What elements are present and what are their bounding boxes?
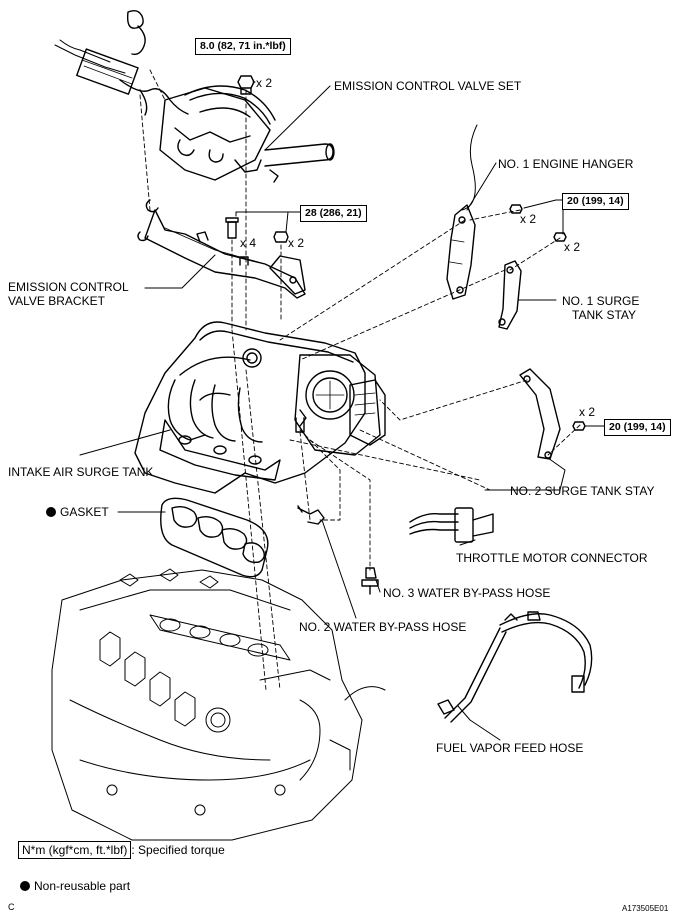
label-valve-bracket-line1: EMISSION CONTROL xyxy=(8,280,129,294)
label-surge-stay1-line1: NO. 1 SURGE xyxy=(562,294,640,308)
label-valve-bracket-line2: VALVE BRACKET xyxy=(8,294,105,308)
throttle-motor-connector-drawing xyxy=(409,507,494,543)
valve-bracket-drawing xyxy=(137,199,306,299)
hanger-nuts xyxy=(509,204,567,242)
torque-box-emission-valve-nut: 8.0 (82, 71 in.*lbf) xyxy=(195,38,291,55)
leader-lines xyxy=(79,81,605,741)
label-emission-control-valve-bracket: EMISSION CONTROL VALVE BRACKET xyxy=(8,280,129,308)
footer-left-code: C xyxy=(8,902,15,912)
engine-block-drawing xyxy=(51,568,386,841)
qty-bracket-bolts-4: x 4 xyxy=(240,236,257,250)
surge-tank-stay2-drawing xyxy=(519,368,586,460)
label-no2-water-bypass-hose: NO. 2 WATER BY-PASS HOSE xyxy=(299,620,467,634)
qty-hanger-nut: x 2 xyxy=(520,212,537,226)
label-surge-stay1-line2: TANK STAY xyxy=(572,308,637,322)
label-no2-surge-tank-stay: NO. 2 SURGE TANK STAY xyxy=(510,484,655,498)
label-emission-control-valve-set: EMISSION CONTROL VALVE SET xyxy=(334,79,522,93)
surge-tank-stay1-drawing xyxy=(498,260,522,330)
torque-box-surge-stay2: 20 (199, 14) xyxy=(604,419,671,436)
label-gasket: GASKET xyxy=(46,505,109,519)
bracket-bolts xyxy=(225,217,289,243)
qty-stay1-nut: x 2 xyxy=(564,240,581,254)
label-no1-surge-tank-stay: NO. 1 SURGE TANK STAY xyxy=(562,294,639,322)
fuel-vapor-feed-hose-drawing xyxy=(437,611,593,723)
water-bypass-hose3-drawing xyxy=(361,567,379,595)
engine-hanger-drawing xyxy=(446,124,478,300)
label-no3-water-bypass-hose: NO. 3 WATER BY-PASS HOSE xyxy=(383,586,551,600)
nonreusable-dot-icon xyxy=(46,507,56,517)
label-intake-air-surge-tank: INTAKE AIR SURGE TANK xyxy=(8,465,154,479)
qty-emission-nut: x 2 xyxy=(256,76,273,90)
gasket-drawing xyxy=(160,497,269,578)
label-fuel-vapor-feed-hose: FUEL VAPOR FEED HOSE xyxy=(436,741,584,755)
qty-stay2-nut: x 2 xyxy=(579,405,596,419)
label-gasket-text: GASKET xyxy=(60,505,109,519)
torque-box-bracket-bolts: 28 (286, 21) xyxy=(300,205,367,222)
qty-bracket-bolts-2: x 2 xyxy=(288,236,305,250)
label-throttle-motor-connector: THROTTLE MOTOR CONNECTOR xyxy=(456,551,648,565)
nonreusable-dot-icon xyxy=(20,881,30,891)
torque-box-engine-hanger: 20 (199, 14) xyxy=(562,193,629,210)
intake-air-surge-tank-drawing xyxy=(134,321,386,494)
dashed-alignment-lines xyxy=(139,69,581,691)
legend-torque-unit-box: N*m (kgf*cm, ft.*lbf) xyxy=(18,841,132,859)
legend-nonreusable-text: Non-reusable part xyxy=(34,879,131,893)
footer-figure-code: A173505E01 xyxy=(622,904,669,913)
legend-torque-desc: : Specified torque xyxy=(131,843,225,857)
label-no1-engine-hanger: NO. 1 ENGINE HANGER xyxy=(498,157,634,171)
legend-non-reusable: Non-reusable part xyxy=(20,879,130,893)
emission-control-valve-set-drawing xyxy=(54,9,335,183)
legend-specified-torque: N*m (kgf*cm, ft.*lbf): Specified torque xyxy=(18,841,225,859)
water-bypass-hose2-drawing xyxy=(297,505,325,525)
